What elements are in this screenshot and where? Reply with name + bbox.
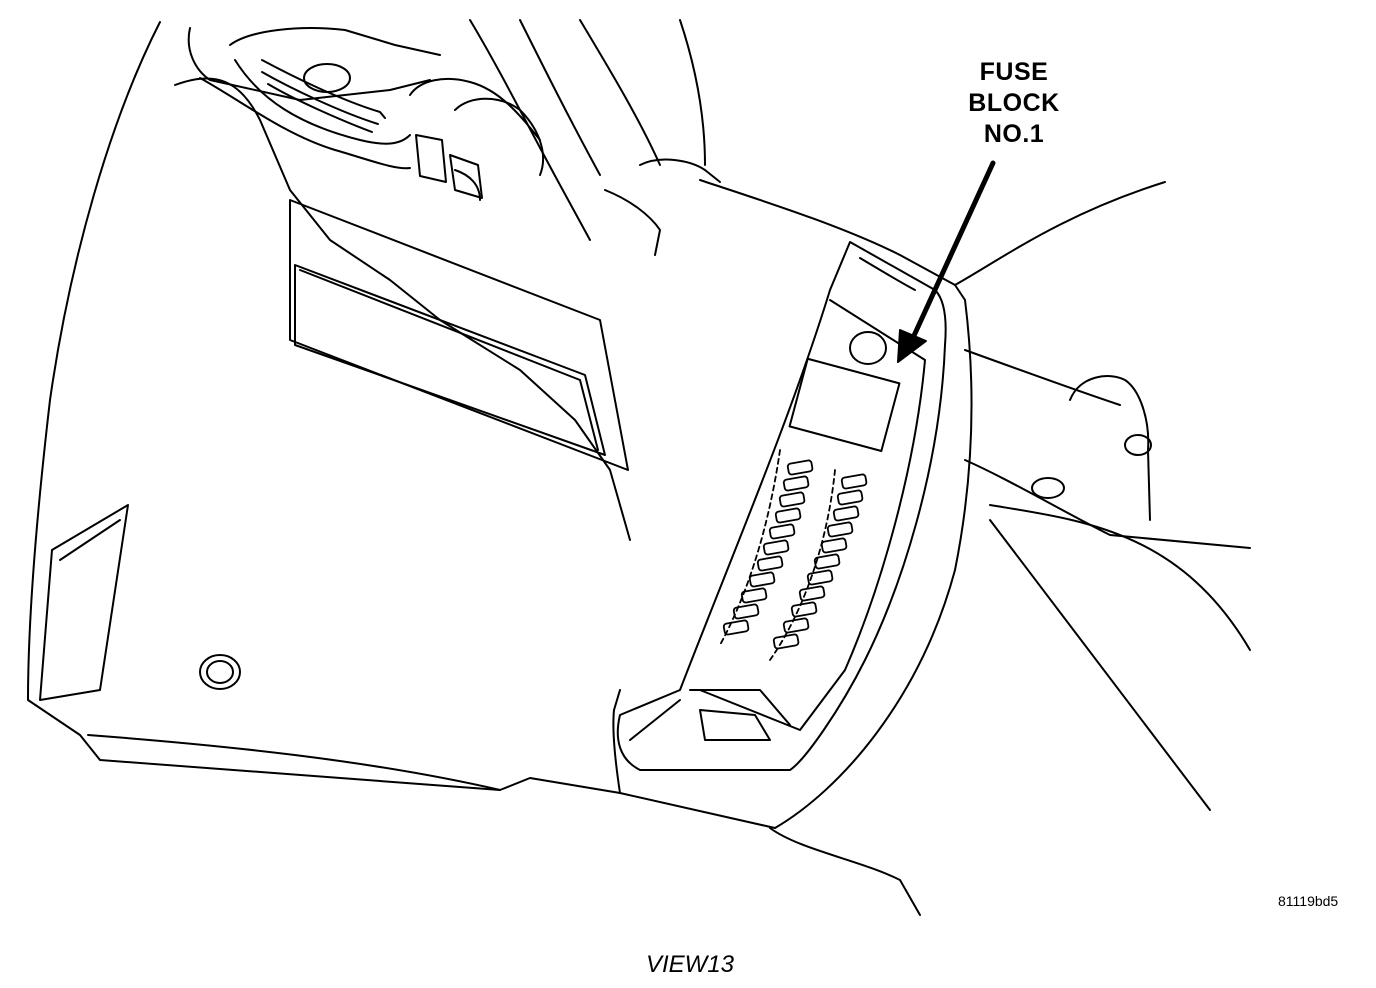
callout-label-line-2: BLOCK [968, 89, 1060, 117]
view-caption: VIEW13 [645, 951, 735, 978]
callout-label-line-3: NO.1 [983, 120, 1045, 148]
callout-arrow [898, 163, 993, 362]
figure-id: 81119bd5 [1278, 893, 1339, 909]
lower-panel-recess [40, 200, 628, 700]
center-housing [700, 180, 1250, 915]
fuse-rows [720, 450, 867, 660]
callout-label-line-1: FUSE [979, 58, 1049, 86]
hood-slots [262, 60, 482, 198]
fuse-block-panel [618, 242, 946, 770]
steering-column [304, 20, 720, 255]
dashboard-pod [28, 22, 775, 828]
